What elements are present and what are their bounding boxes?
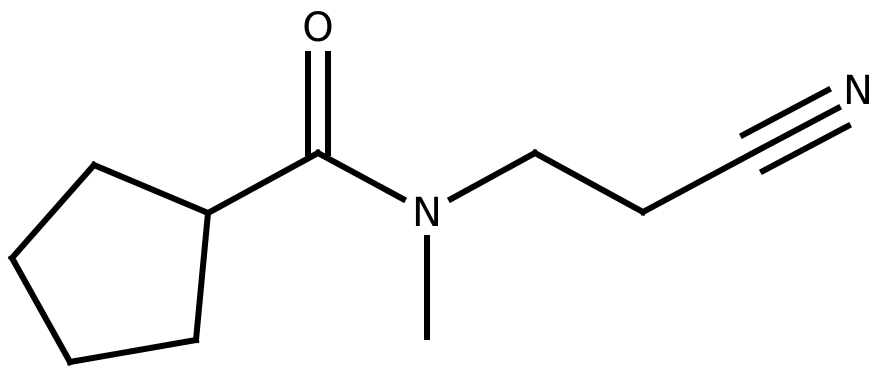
ring-bond-3 [66,336,200,366]
carbonyl-to-amide-n-bond [313,148,408,204]
ring-bond-2 [192,209,212,344]
ch2-ch2-bond-1 [530,148,648,217]
ring-bond-4 [7,253,75,367]
nitrile-bond-a [738,85,833,140]
nitrile-bond-c [758,121,853,176]
amide-nitrogen-label: N [412,190,442,236]
oxygen-label: O [302,5,333,51]
ring-bond-5 [7,160,99,263]
ring-bond-1 [90,161,212,217]
nitrile-nitrogen-label: N [843,68,873,114]
ch2-ch2-bond-2 [638,148,758,217]
ring-to-carbonyl-bond [203,148,323,218]
amide-n-to-ch2-bond [446,148,540,204]
nitrile-bond-b [748,103,843,158]
